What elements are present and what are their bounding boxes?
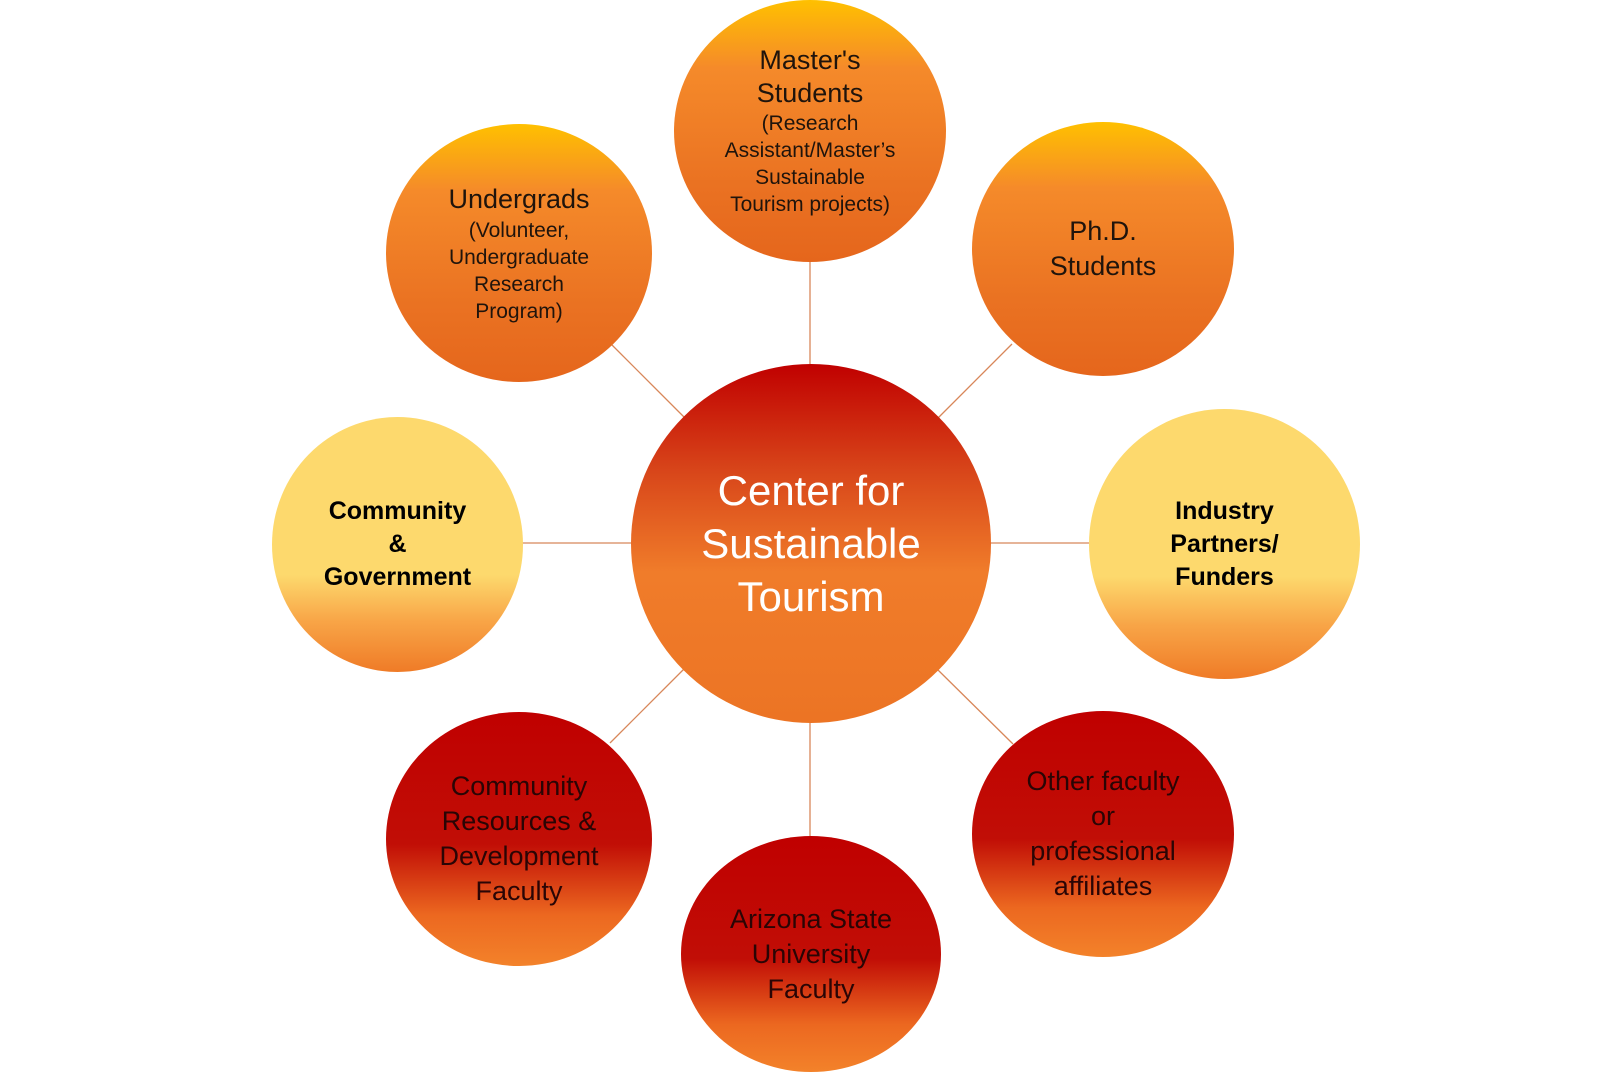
connector-other-faculty [936,668,1014,745]
connector-crd-faculty [609,668,685,744]
node-other-faculty-title: Other faculty or professional affiliates [1026,766,1180,901]
connector-phd [937,343,1013,419]
node-community-government: Community & Government [272,417,523,672]
center-label: Center for Sustainable Tourism [701,467,921,620]
node-masters-subtitle: (Research Assistant/Master’s Sustainable… [724,112,896,216]
node-community-government-title: Community & Government [323,497,472,591]
node-undergrads-title: Undergrads [448,183,590,214]
node-crd-faculty-title: Community Resources & Development Facult… [439,771,599,906]
node-masters-title: Master's Students [756,45,864,108]
node-phd-title: Ph.D. Students [1049,216,1157,281]
node-undergrads-subtitle: (Volunteer, Undergraduate Research Progr… [448,218,590,323]
connector-undergrads [611,344,685,418]
center-node: Center for Sustainable Tourism [631,364,991,723]
node-masters-students: Master's Students (Research Assistant/Ma… [674,0,946,262]
node-asu-faculty: Arizona State University Faculty [681,836,941,1072]
node-asu-faculty-title: Arizona State University Faculty [729,903,893,1004]
node-crd-faculty: Community Resources & Development Facult… [386,712,652,966]
node-other-faculty: Other faculty or professional affiliates [972,711,1234,957]
node-undergrads: Undergrads (Volunteer, Undergraduate Res… [386,124,652,382]
node-industry-partners: Industry Partners/ Funders [1089,409,1360,679]
node-industry-partners-title: Industry Partners/ Funders [1170,496,1279,591]
node-phd-students: Ph.D. Students [972,122,1234,376]
